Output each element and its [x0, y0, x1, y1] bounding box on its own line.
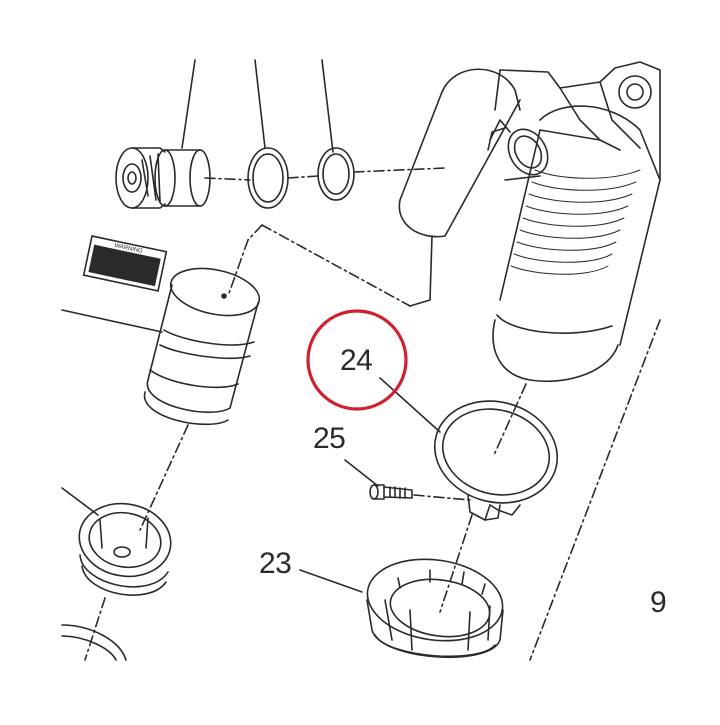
leader-lines-top	[181, 59, 334, 153]
split-clamp-ring-24	[379, 377, 559, 521]
label-part-25: 25	[313, 422, 346, 455]
canister-cap	[61, 487, 172, 596]
warning-sticker: WARNING	[82, 235, 168, 292]
highlight-callout-circle	[306, 309, 408, 411]
label-edge-fragment: 9	[650, 586, 667, 619]
valve-part	[115, 147, 211, 209]
label-part-23: 23	[259, 547, 292, 580]
bolt-25	[344, 459, 413, 500]
thread-lines	[510, 169, 641, 275]
bottom-left-part	[61, 624, 127, 661]
label-part-24: 24	[340, 344, 373, 377]
sticker-title: WARNING	[114, 243, 144, 255]
o-ring-2	[317, 147, 355, 201]
reservoir-canister	[61, 267, 261, 426]
o-ring-1	[247, 147, 289, 209]
shock-body	[398, 61, 661, 382]
threaded-collar-23	[299, 558, 504, 659]
